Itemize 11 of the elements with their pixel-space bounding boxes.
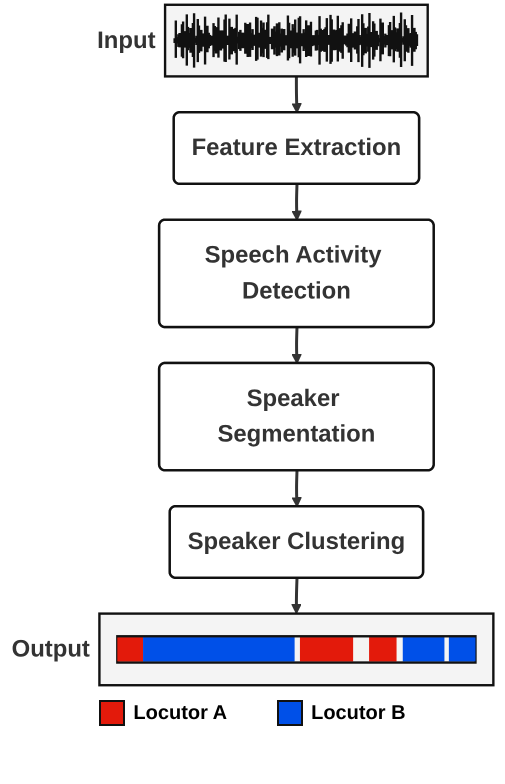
arrow: [291, 578, 302, 614]
node-box: [98, 612, 495, 686]
arrow: [291, 76, 302, 114]
legend-label: Locutor A: [133, 702, 228, 724]
arrow: [291, 328, 302, 364]
node-label: Output: [12, 636, 90, 663]
arrow: [291, 470, 302, 508]
node-label: Input: [97, 27, 156, 54]
legend-label: Locutor B: [311, 702, 406, 724]
arrow: [291, 184, 302, 221]
node-box: [164, 4, 429, 78]
